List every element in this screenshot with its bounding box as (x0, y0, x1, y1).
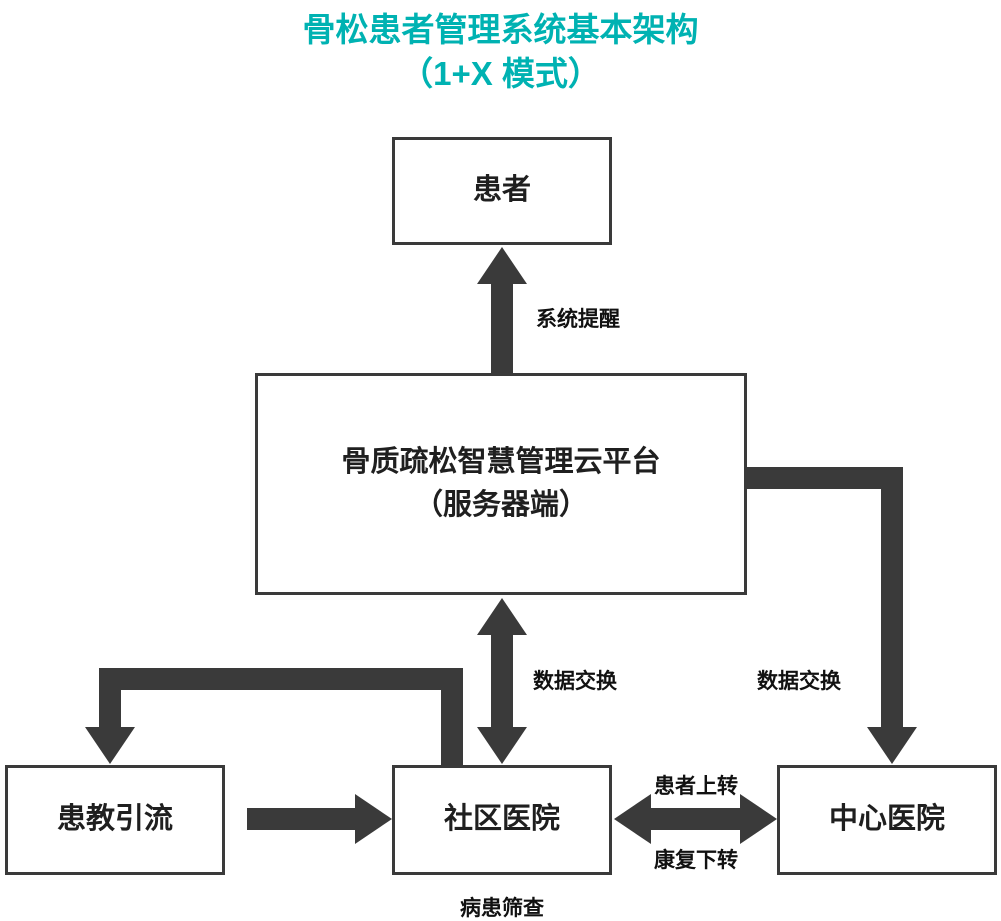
arrow-system-reminder-head-icon (477, 247, 527, 284)
arrow-data-exchange-central-head-icon (867, 727, 917, 764)
label-patient-transfer-up: 患者上转 (654, 775, 738, 798)
arrow-data-exchange-central-vertical-shaft (881, 467, 903, 729)
arrow-transfer-shaft (648, 808, 742, 830)
node-cloud-platform: 骨质疏松智慧管理云平台 （服务器端） (255, 373, 747, 595)
node-patient-education-label: 患教引流 (56, 803, 173, 836)
arrow-data-exchange-community-shaft (491, 632, 513, 731)
node-central-hospital: 中心医院 (777, 765, 997, 875)
arrow-education-to-community-shaft (247, 808, 357, 830)
label-system-reminder: 系统提醒 (536, 308, 620, 331)
node-cloud-platform-label-line2: （服务器端） (413, 489, 588, 521)
arrow-transfer-left-head-icon (614, 794, 651, 844)
arrow-screening-loop-left-vertical-shaft (99, 668, 121, 730)
node-community-hospital: 社区医院 (392, 765, 612, 875)
label-data-exchange-central: 数据交换 (757, 670, 841, 693)
arrow-screening-loop-head-icon (85, 727, 135, 764)
arrow-screening-loop-right-vertical-shaft (441, 668, 463, 767)
arrow-data-exchange-community-down-head-icon (477, 727, 527, 764)
arrow-transfer-right-head-icon (740, 794, 777, 844)
diagram-title: 骨松患者管理系统基本架构 （1+X 模式） (0, 8, 1001, 95)
arrow-data-exchange-central-horizontal-shaft (747, 467, 903, 489)
node-patient-education: 患教引流 (5, 765, 225, 875)
node-central-hospital-label: 中心医院 (828, 803, 945, 836)
node-cloud-platform-label-line1: 骨质疏松智慧管理云平台 (341, 445, 661, 478)
node-patient: 患者 (392, 137, 612, 245)
arrow-education-to-community-head-icon (355, 794, 392, 844)
diagram-title-line2: （1+X 模式） (400, 54, 601, 92)
node-community-hospital-label: 社区医院 (443, 803, 560, 836)
node-patient-label: 患者 (472, 174, 531, 207)
label-patient-screening: 病患筛查 (460, 897, 544, 920)
arrow-screening-loop-horizontal-shaft (99, 668, 463, 690)
label-data-exchange-community: 数据交换 (533, 670, 617, 693)
diagram-title-line1: 骨松患者管理系统基本架构 (302, 11, 699, 48)
label-rehab-transfer-down: 康复下转 (654, 849, 738, 872)
arrow-system-reminder-shaft (491, 280, 513, 375)
arrow-data-exchange-community-up-head-icon (477, 598, 527, 635)
